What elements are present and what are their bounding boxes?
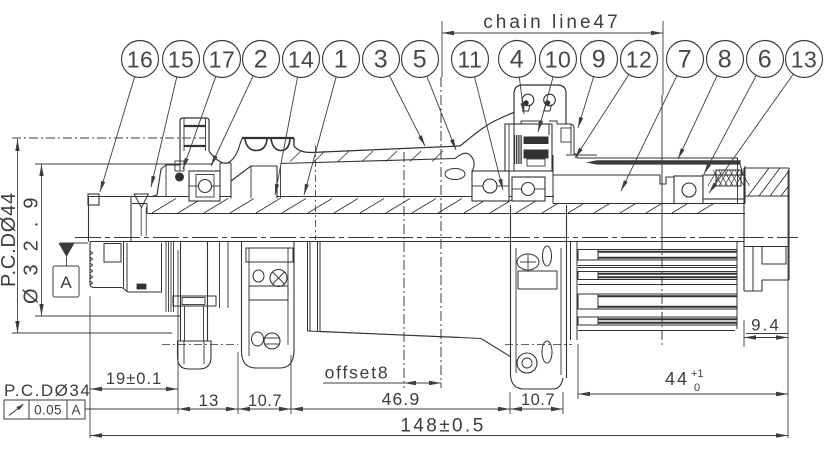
svg-text:44: 44 — [665, 369, 689, 389]
svg-text:46.9: 46.9 — [382, 389, 421, 409]
svg-text:0: 0 — [694, 382, 700, 394]
svg-text:offset8: offset8 — [325, 363, 390, 383]
svg-text:7: 7 — [678, 46, 692, 74]
svg-text:5: 5 — [413, 46, 427, 74]
svg-text:17: 17 — [209, 47, 236, 73]
svg-text:13: 13 — [199, 391, 220, 410]
svg-text:11: 11 — [458, 47, 483, 73]
svg-text:2: 2 — [254, 46, 268, 74]
svg-text:148±0.5: 148±0.5 — [400, 416, 485, 437]
svg-text:10: 10 — [545, 47, 572, 73]
svg-text:6: 6 — [758, 46, 772, 74]
svg-text:10.7: 10.7 — [248, 392, 282, 410]
svg-text:10.7: 10.7 — [521, 391, 555, 409]
svg-text:A: A — [71, 403, 80, 418]
svg-text:9: 9 — [592, 46, 606, 74]
svg-text:9.4: 9.4 — [751, 316, 781, 335]
svg-text:12: 12 — [626, 47, 653, 73]
svg-text:A: A — [60, 273, 72, 292]
svg-text:4: 4 — [510, 46, 524, 74]
svg-text:19±0.1: 19±0.1 — [106, 370, 162, 388]
svg-text:0.05: 0.05 — [34, 403, 62, 418]
svg-text:13: 13 — [791, 47, 818, 73]
svg-text:14: 14 — [288, 47, 315, 73]
svg-text:chain line47: chain line47 — [483, 12, 620, 33]
svg-text:16: 16 — [127, 47, 154, 73]
svg-text:Ø32.9: Ø32.9 — [21, 185, 43, 304]
svg-text:P.C.DØ44: P.C.DØ44 — [0, 192, 20, 287]
svg-text:15: 15 — [168, 47, 195, 73]
svg-text:+1: +1 — [691, 368, 704, 380]
svg-text:P.C.DØ34: P.C.DØ34 — [4, 381, 91, 400]
svg-text:8: 8 — [718, 46, 732, 74]
svg-text:1: 1 — [334, 46, 348, 74]
svg-text:3: 3 — [374, 46, 388, 74]
